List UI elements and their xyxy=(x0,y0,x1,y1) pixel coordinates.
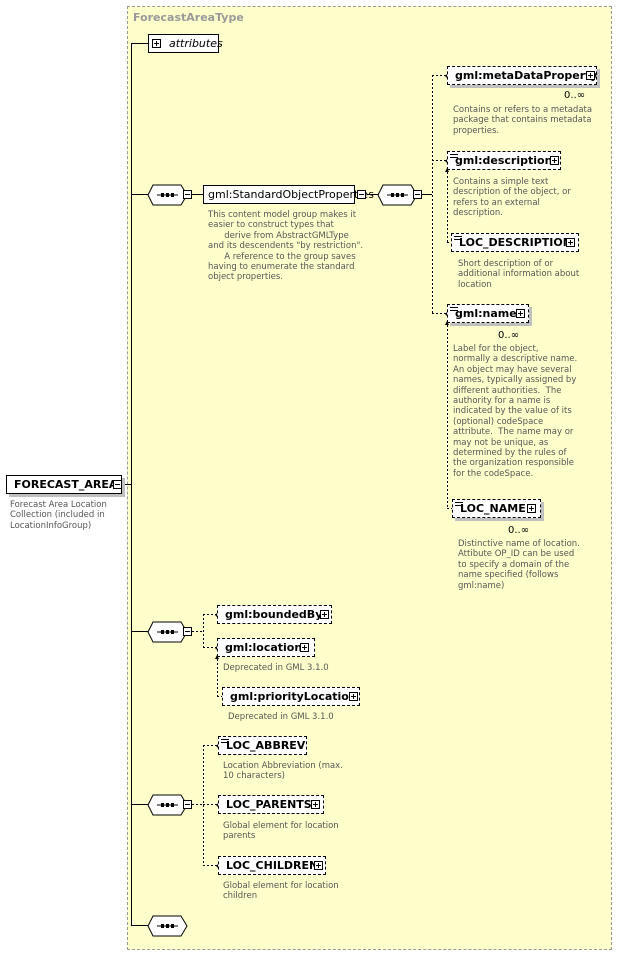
element-description: Global element for location parents xyxy=(223,821,339,842)
element-gml-name[interactable]: gml:name xyxy=(447,304,529,323)
expand-icon[interactable] xyxy=(152,39,161,48)
root-element-forecast-area[interactable]: FORECAST_AREA xyxy=(6,475,122,494)
element-label: LOC_ABBREV xyxy=(226,739,306,752)
multiplicity: 0..∞ xyxy=(564,90,586,101)
group-description: This content model group makes it easier… xyxy=(208,210,364,283)
element-label: gml:priorityLocation xyxy=(230,690,357,703)
element-description: Deprecated in GML 3.1.0 xyxy=(228,712,334,722)
group-label: gml:StandardObjectProperties xyxy=(208,188,374,201)
attributes-label: attributes xyxy=(169,37,223,50)
element-label: gml:name xyxy=(455,307,517,320)
element-label: LOC_PARENTS xyxy=(226,798,312,811)
text-content-icon xyxy=(450,306,459,315)
attributes-box[interactable]: attributes xyxy=(148,34,223,53)
sequence-compositor-4[interactable] xyxy=(147,915,193,937)
collapse-icon[interactable] xyxy=(183,627,192,636)
element-location[interactable]: gml:location xyxy=(217,638,315,657)
expand-icon[interactable] xyxy=(349,692,358,701)
complex-type-title: ForecastAreaType xyxy=(133,11,244,24)
expand-icon[interactable] xyxy=(300,643,309,652)
expand-icon[interactable] xyxy=(550,156,559,165)
element-metadataproperty[interactable]: gml:metaDataProperty xyxy=(447,66,598,85)
sequence-compositor-group[interactable] xyxy=(377,184,423,206)
element-label: LOC_CHILDREN xyxy=(226,859,319,872)
element-description-gml[interactable]: gml:description xyxy=(447,151,561,170)
element-loc-name[interactable]: LOC_NAME xyxy=(452,499,541,518)
root-description: Forecast Area Location Collection (inclu… xyxy=(10,500,107,531)
element-label: LOC_DESCRIPTION xyxy=(459,236,572,249)
sequence-compositor-3[interactable] xyxy=(147,794,193,816)
element-loc-description[interactable]: LOC_DESCRIPTION xyxy=(451,233,579,252)
element-label: gml:description xyxy=(455,154,553,167)
element-label: gml:boundedBy xyxy=(225,608,323,621)
element-label: LOC_NAME xyxy=(460,502,526,515)
expand-icon[interactable] xyxy=(566,238,575,247)
element-loc-abbrev[interactable]: LOC_ABBREV xyxy=(218,736,307,755)
element-description: Deprecated in GML 3.1.0 xyxy=(223,663,329,673)
expand-icon[interactable] xyxy=(516,309,525,318)
root-element-label: FORECAST_AREA xyxy=(14,478,118,491)
collapse-icon[interactable] xyxy=(183,190,192,199)
element-description: Label for the object, normally a descrip… xyxy=(453,344,578,479)
collapse-icon[interactable] xyxy=(357,190,366,199)
element-description: Contains a simple text description of th… xyxy=(453,177,571,219)
expand-icon[interactable] xyxy=(311,800,320,809)
element-description: Short description of or additional infor… xyxy=(458,259,580,290)
element-label: gml:metaDataProperty xyxy=(455,69,598,82)
expand-icon[interactable] xyxy=(586,71,595,80)
group-standard-object-properties[interactable]: gml:StandardObjectProperties xyxy=(203,185,374,204)
sequence-compositor-2[interactable] xyxy=(147,621,193,643)
element-description: Distinctive name of location. Attibute O… xyxy=(458,539,580,591)
text-content-icon xyxy=(455,501,464,510)
expand-icon[interactable] xyxy=(527,504,536,513)
sequence-compositor-1[interactable] xyxy=(147,184,193,206)
expand-icon[interactable] xyxy=(320,610,329,619)
element-boundedby[interactable]: gml:boundedBy xyxy=(217,605,332,624)
multiplicity: 0..∞ xyxy=(498,330,520,341)
element-description: Global element for location children xyxy=(223,881,339,902)
collapse-icon[interactable] xyxy=(113,480,122,489)
element-label: gml:location xyxy=(225,641,303,654)
element-prioritylocation[interactable]: gml:priorityLocation xyxy=(222,687,360,706)
collapse-icon[interactable] xyxy=(413,190,422,199)
element-loc-parents[interactable]: LOC_PARENTS xyxy=(218,795,324,814)
text-content-icon xyxy=(450,153,459,162)
collapse-icon[interactable] xyxy=(183,800,192,809)
element-loc-children[interactable]: LOC_CHILDREN xyxy=(218,856,326,875)
multiplicity: 0..∞ xyxy=(508,525,530,536)
element-description: Location Abbreviation (max. 10 character… xyxy=(223,761,343,782)
element-description: Contains or refers to a metadata package… xyxy=(453,105,593,136)
text-content-icon xyxy=(221,738,230,747)
text-content-icon xyxy=(454,235,463,244)
expand-icon[interactable] xyxy=(314,861,323,870)
